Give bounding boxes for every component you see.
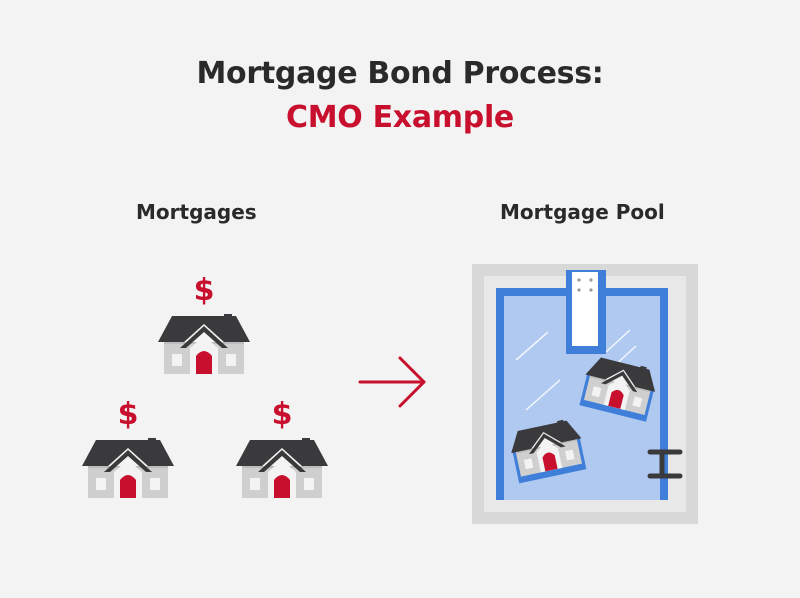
house-icon (236, 438, 328, 498)
mortgage-top: $ (158, 273, 250, 374)
mortgage-bottom-right: $ (236, 397, 328, 498)
dollar-sign-icon: $ (118, 397, 139, 432)
title-line-2: CMO Example (286, 100, 514, 135)
pool-ladder-icon (647, 449, 683, 479)
floating-house-1 (579, 353, 661, 422)
floating-house-2 (506, 416, 587, 484)
house-icon (82, 438, 174, 498)
house-icon (158, 314, 250, 374)
arrow-right-icon (358, 356, 426, 408)
mortgages-label: Mortgages (136, 200, 257, 224)
mortgage-pool-label: Mortgage Pool (500, 200, 665, 224)
dollar-sign-icon: $ (272, 397, 293, 432)
mortgage-bottom-left: $ (82, 397, 174, 498)
title-line-1: Mortgage Bond Process: (196, 56, 604, 91)
dollar-sign-icon: $ (194, 273, 215, 308)
diving-board-icon (566, 270, 606, 354)
